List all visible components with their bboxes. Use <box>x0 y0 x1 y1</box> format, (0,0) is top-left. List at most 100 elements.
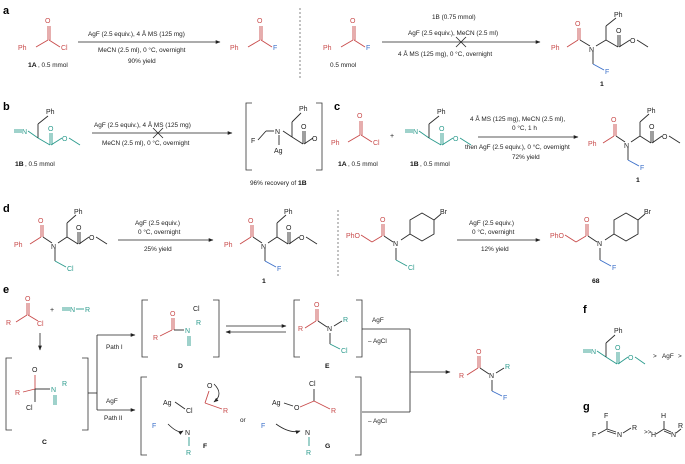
svg-text:R: R <box>6 320 11 327</box>
svg-text:O: O <box>314 302 320 309</box>
svg-text:, 0.5 mmol: , 0.5 mmol <box>348 161 378 168</box>
svg-text:N: N <box>624 143 629 150</box>
intermediate-G: Ag O Cl R F N R G <box>261 381 336 457</box>
svg-text:F: F <box>366 45 370 52</box>
svg-text:Br: Br <box>644 209 652 216</box>
svg-text:Ph: Ph <box>551 45 560 52</box>
svg-text:F: F <box>612 265 616 272</box>
svg-text:Ph: Ph <box>323 45 332 52</box>
product-1-a: Ph O N Ph O O F 1 <box>551 12 649 88</box>
compound-1B-b: 1B <box>15 161 24 168</box>
svg-text:0.5 mmol: 0.5 mmol <box>330 62 356 69</box>
svg-text:N: N <box>275 129 280 136</box>
svg-text:R: R <box>62 381 67 388</box>
agf-f: AgF <box>662 353 674 360</box>
agf-path2: AgF <box>106 398 118 405</box>
svg-text:O: O <box>25 296 31 303</box>
conditions-b-bottom: MeCN (2.5 ml), 0 °C, overnight <box>102 139 190 147</box>
svg-text:O: O <box>207 383 213 390</box>
svg-text:Cl: Cl <box>193 306 200 313</box>
agcl-path1: – AgCl <box>368 338 387 345</box>
svg-text:PhO: PhO <box>346 233 361 240</box>
svg-text:N: N <box>671 432 676 439</box>
svg-text:Cl: Cl <box>61 45 68 52</box>
conditions-d1-top: AgF (2.5 equiv.) <box>135 220 180 227</box>
svg-text:N: N <box>185 328 190 335</box>
panel-label-f: f <box>583 304 587 316</box>
gt-2-f: > <box>678 353 682 360</box>
imine-1B-f: N Ph O O <box>583 328 646 365</box>
svg-text:O: O <box>312 136 318 143</box>
svg-text:F: F <box>152 423 156 430</box>
svg-text:Cl: Cl <box>26 405 33 412</box>
svg-text:N: N <box>393 241 398 248</box>
svg-text:R: R <box>85 307 90 314</box>
svg-text:O: O <box>257 18 263 25</box>
or-label: or <box>240 417 247 424</box>
svg-text:N: N <box>413 129 418 136</box>
svg-text:R: R <box>459 373 464 380</box>
svg-text:N: N <box>305 430 310 437</box>
yield-a1: 90% yield <box>128 58 156 65</box>
svg-text:N: N <box>589 47 594 54</box>
svg-text:R: R <box>186 450 191 457</box>
svg-text:O: O <box>616 28 622 35</box>
svg-text:R: R <box>331 408 336 415</box>
svg-text:Ph: Ph <box>588 141 597 148</box>
intermediate-D: R O N R Cl D <box>153 306 201 370</box>
compound-68: 68 <box>592 278 600 285</box>
compound-1-d: 1 <box>262 278 266 285</box>
svg-text:O: O <box>32 367 38 374</box>
svg-text:F: F <box>273 45 277 52</box>
svg-text:O: O <box>48 126 54 133</box>
conditions-a2-top: 1B (0.75 mmol) <box>432 14 476 21</box>
svg-text:F: F <box>640 165 644 172</box>
svg-text:Ph: Ph <box>331 140 340 147</box>
svg-text:R: R <box>343 317 348 324</box>
svg-text:H: H <box>651 432 656 439</box>
product-68-d: PhO O N Br F 68 <box>550 209 652 285</box>
svg-text:N: N <box>51 244 56 251</box>
product-1-d: Ph O N Ph O O F 1 <box>224 209 318 285</box>
svg-text:Ag: Ag <box>274 148 283 155</box>
panel-label-b: b <box>3 101 10 113</box>
conditions-a1-top: AgF (2.5 equiv.), 4 Å MS (125 mg) <box>88 29 185 38</box>
svg-text:O: O <box>380 217 386 224</box>
svg-text:O: O <box>294 405 300 412</box>
phenoxy-chloro-amide-d: PhO O N Br Cl <box>346 209 448 272</box>
plus-c: + <box>390 133 394 140</box>
intermediate-E: R O N R Cl E <box>298 302 348 370</box>
silver-complex-b: F N Ag Ph O O <box>251 106 318 155</box>
conditions-d1-mid: 0 °C, overnight <box>138 228 181 236</box>
atom-ph: Ph <box>18 45 27 52</box>
svg-text:Ag: Ag <box>163 400 172 407</box>
svg-text:Cl: Cl <box>373 140 380 147</box>
svg-text:Ph: Ph <box>230 45 239 52</box>
product-1-c: Ph O N Ph O O F 1 <box>588 108 681 184</box>
bracket-b-left <box>245 102 252 171</box>
conditions-c-mid: 0 °C, 1 h <box>512 124 537 132</box>
svg-text:O: O <box>476 349 482 356</box>
svg-text:O: O <box>630 38 636 45</box>
panel-label-a: a <box>3 5 10 17</box>
difluoro-imine-g: F F N R <box>592 413 637 439</box>
compound-1A-c: 1A <box>338 161 347 168</box>
svg-text:O: O <box>248 218 254 225</box>
svg-text:, 0.5 mmol: , 0.5 mmol <box>25 161 55 168</box>
chloromethyl-amide-d: Ph O N Ph O O Cl <box>14 209 108 273</box>
svg-text:O: O <box>575 21 581 28</box>
svg-text:Cl: Cl <box>186 408 193 415</box>
svg-text:Cl: Cl <box>341 348 348 355</box>
svg-text:N: N <box>591 349 596 356</box>
svg-text:N: N <box>489 373 494 380</box>
formaldimine-g: H H N R <box>651 413 683 439</box>
svg-text:O: O <box>439 126 445 133</box>
svg-text:O: O <box>350 18 356 25</box>
benzoyl-chloride-1A: Ph O Cl 1A , 0.5 mmol <box>18 18 68 69</box>
gt-1-f: > <box>653 353 657 360</box>
svg-text:O: O <box>357 113 363 120</box>
svg-text:Ph: Ph <box>614 328 623 335</box>
svg-text:Ph: Ph <box>647 108 656 115</box>
path-1-label: Path I <box>106 344 123 351</box>
